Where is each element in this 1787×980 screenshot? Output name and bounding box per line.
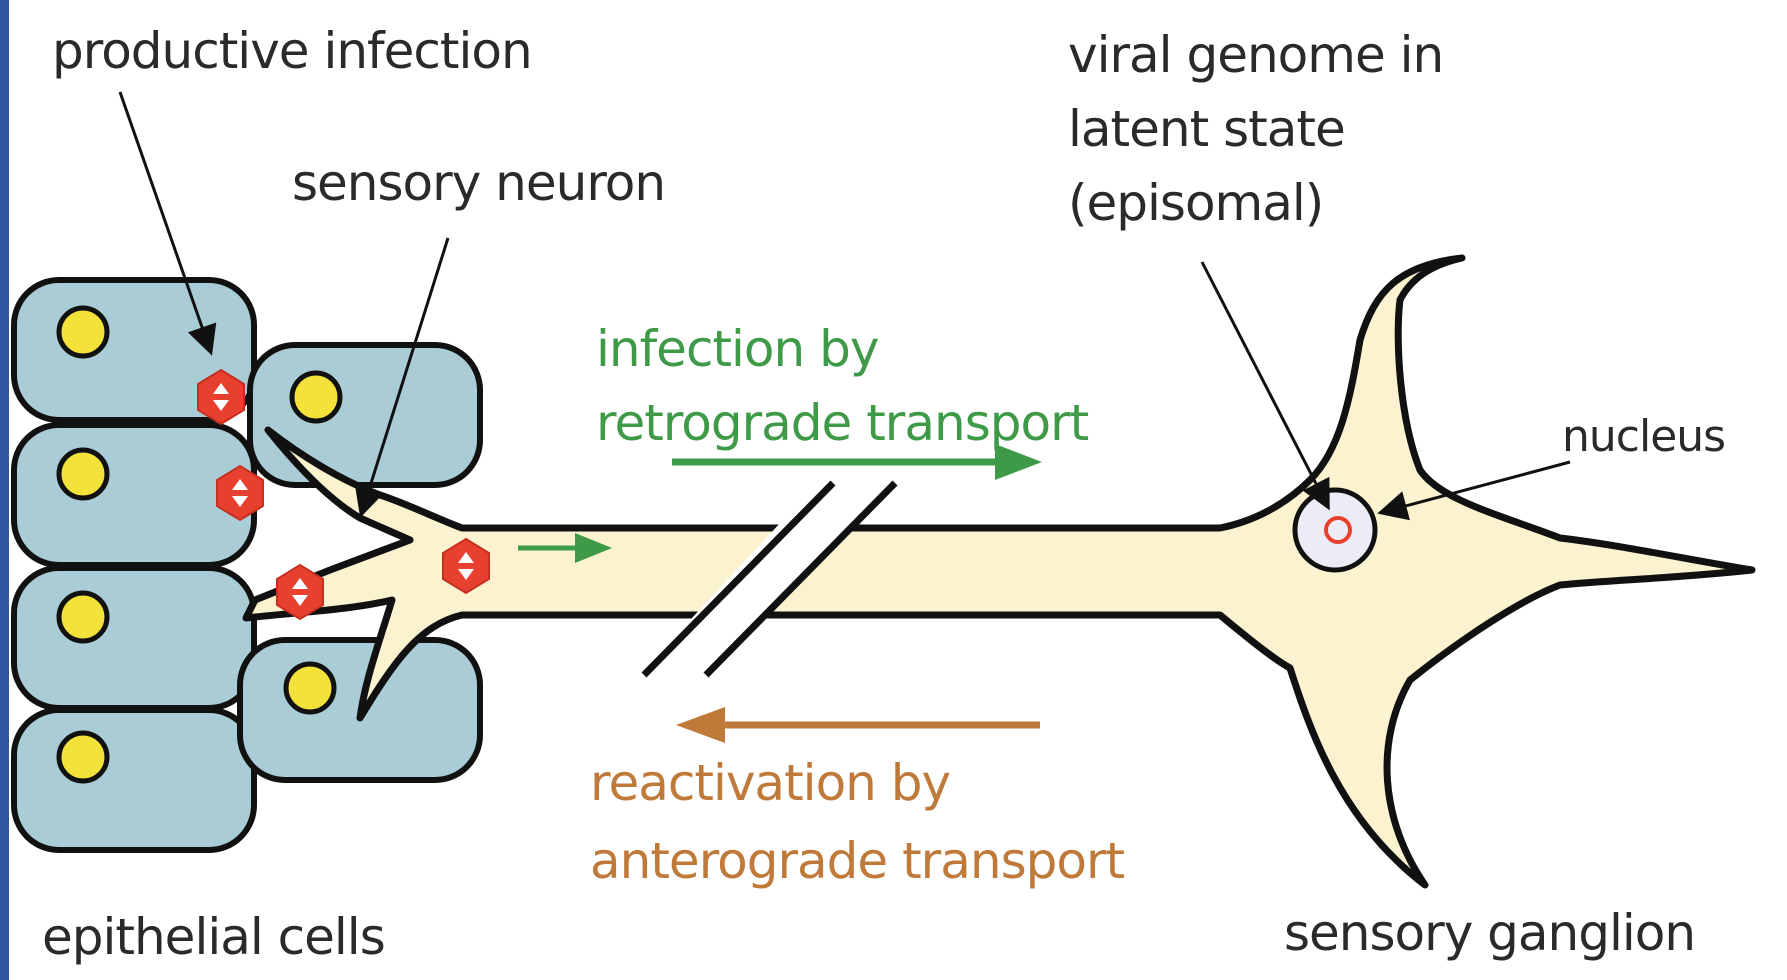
label-epithelial-cells: epithelial cells	[42, 900, 385, 974]
anterograde-arrow	[676, 707, 1040, 743]
cell-nucleus	[286, 664, 334, 712]
label-infection-line2: retrograde transport	[596, 386, 1088, 460]
cell-nucleus	[292, 373, 340, 421]
label-infection-line1: infection by	[596, 312, 878, 386]
label-reactivation-line2: anterograde transport	[590, 824, 1124, 898]
cell-nucleus	[59, 593, 107, 641]
label-viral-genome-line2: latent state	[1068, 92, 1345, 166]
cell-nucleus	[59, 450, 107, 498]
epithelial-cell	[14, 710, 254, 850]
epithelial-cell	[14, 568, 254, 708]
label-viral-genome-line3: (episomal)	[1068, 166, 1323, 240]
label-viral-genome-line1: viral genome in	[1068, 18, 1443, 92]
label-reactivation-line1: reactivation by	[590, 746, 950, 820]
label-sensory-ganglion: sensory ganglion	[1284, 896, 1695, 970]
cell-nucleus	[59, 308, 107, 356]
label-sensory-neuron: sensory neuron	[292, 146, 665, 220]
label-nucleus: nucleus	[1562, 400, 1725, 474]
pointer-viral-genome	[1202, 262, 1327, 505]
label-productive-infection: productive infection	[52, 14, 532, 88]
cell-nucleus	[59, 733, 107, 781]
epithelial-cell	[250, 345, 480, 485]
ganglion-nucleus	[1295, 490, 1375, 570]
